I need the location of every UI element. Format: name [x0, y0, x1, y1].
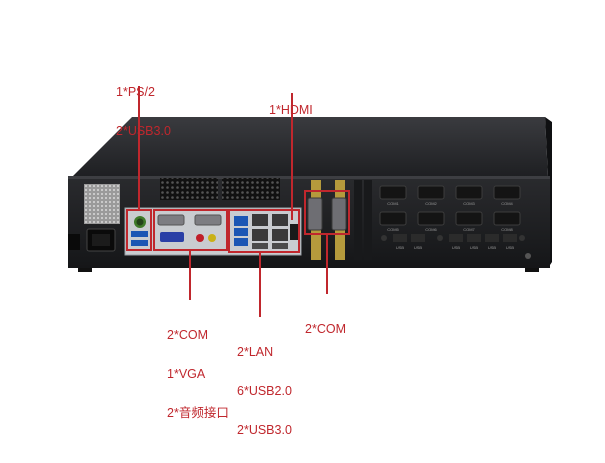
- power-switch: [68, 234, 80, 250]
- callout-lan-usb: 2*LAN 6*USB2.0 2*USB3.0: [237, 320, 292, 463]
- right-usb-panel: [381, 234, 531, 259]
- com-port-label: COM6: [425, 227, 437, 232]
- usb-port-label: USB: [414, 245, 423, 250]
- callout-line: 2*音频接口: [167, 406, 229, 420]
- usb-port-label: USB: [396, 245, 405, 250]
- usb-port-label: USB: [452, 245, 461, 250]
- usb-port-label: USB: [506, 245, 515, 250]
- chassis-top: [72, 117, 548, 177]
- callout-line: 1*PS/2: [116, 85, 155, 99]
- callout-ps2-usb: 1*PS/2 2*USB3.0: [116, 60, 171, 164]
- fan-vent-right: [222, 178, 280, 200]
- callout-line: 2*USB3.0: [237, 423, 292, 437]
- callout-line: 6*USB2.0: [237, 384, 292, 398]
- highlight-lan-usb: [228, 209, 300, 253]
- usb-port-label: USB: [488, 245, 497, 250]
- callout-com-right: 2*COM: [305, 297, 346, 362]
- com-port-label: COM7: [463, 227, 475, 232]
- callout-line: 2*USB3.0: [116, 124, 171, 138]
- com-port-label: COM5: [387, 227, 399, 232]
- com-port-label: COM2: [425, 201, 437, 206]
- callout-line: 1*HDMI: [269, 103, 313, 117]
- fan-vent-left: [160, 178, 218, 200]
- com-port-label: COM1: [387, 201, 399, 206]
- right-com-panel: [379, 185, 521, 226]
- usb-port-label: USB: [470, 245, 479, 250]
- com-port-label: COM8: [501, 227, 513, 232]
- callout-line: 2*COM: [167, 328, 208, 342]
- callout-com-vga-audio: 2*COM 1*VGA 2*音频接口: [167, 303, 229, 446]
- callout-line: 2*COM: [305, 322, 346, 336]
- psu-vent: [84, 184, 120, 224]
- com-port-label: COM3: [463, 201, 475, 206]
- callout-hdmi: 1*HDMI: [269, 78, 313, 143]
- callout-line: 2*LAN: [237, 345, 274, 359]
- com-port-label: COM4: [501, 201, 513, 206]
- callout-line: 1*VGA: [167, 367, 206, 381]
